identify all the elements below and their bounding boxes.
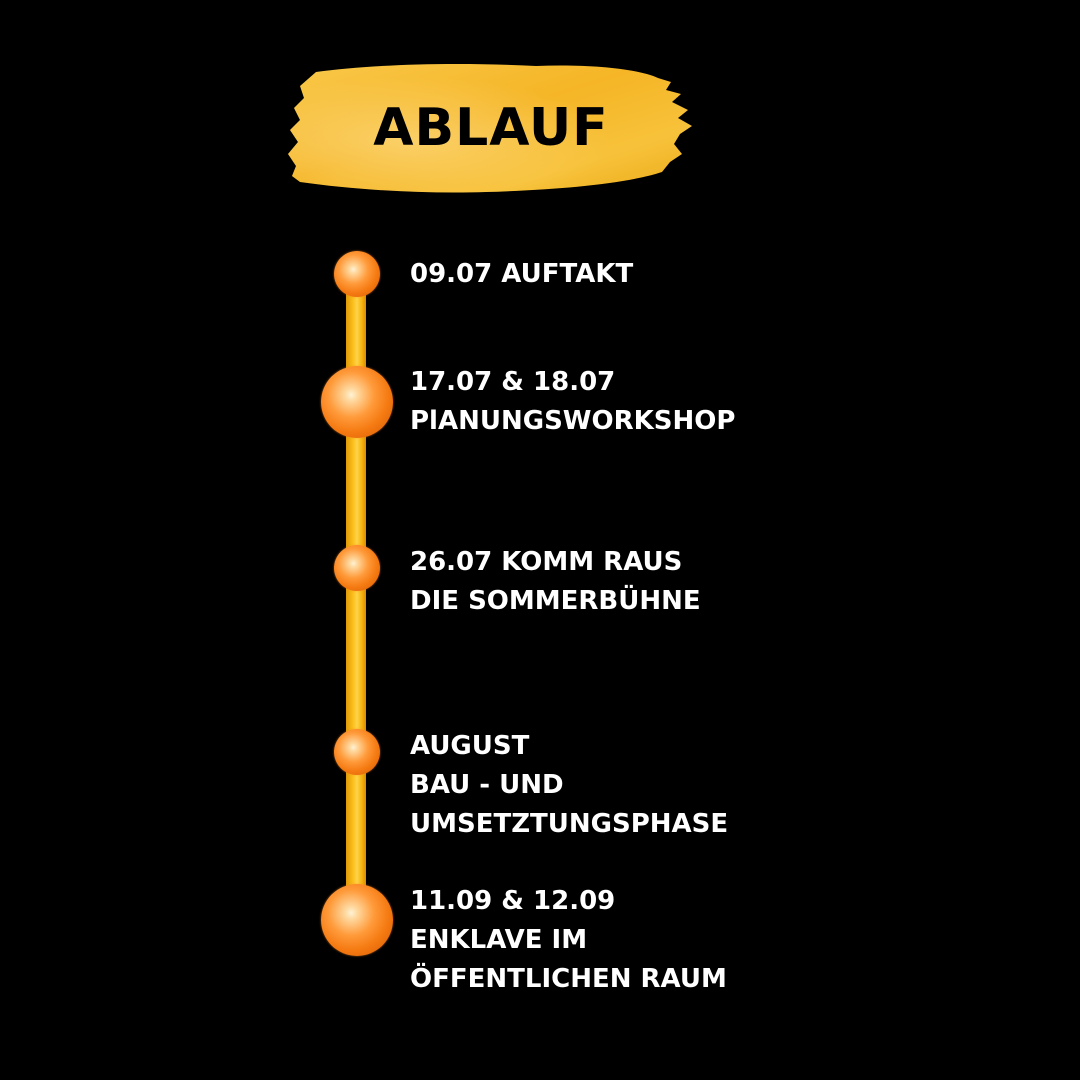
timeline-event-1: 09.07 AUFTAKT: [410, 255, 633, 294]
event-line: DIE SOMMERBÜHNE: [410, 586, 701, 616]
event-line: UMSETZTUNGSPHASE: [410, 809, 729, 839]
timeline-dot-4: [334, 729, 380, 775]
page-title: ABLAUF: [373, 98, 609, 158]
timeline-dot-2: [321, 366, 393, 438]
event-line: AUGUST: [410, 731, 530, 761]
timeline-dot-3: [334, 545, 380, 591]
event-line: ÖFFENTLICHEN RAUM: [410, 964, 727, 994]
timeline-event-2: 17.07 & 18.07 PlANUNGSWORKSHOP: [410, 363, 735, 441]
timeline-dot-1: [334, 251, 380, 297]
event-line: BAU - UND: [410, 770, 564, 800]
event-line: 26.07 KOMM RAUS: [410, 547, 683, 577]
timeline-event-3: 26.07 KOMM RAUS DIE SOMMERBÜHNE: [410, 543, 701, 621]
timeline-bar: [346, 262, 366, 922]
timeline-dot-5: [321, 884, 393, 956]
timeline-event-5: 11.09 & 12.09 ENKLAVE IM ÖFFENTLICHEN RA…: [410, 882, 727, 999]
event-line: 09.07 AUFTAKT: [410, 259, 634, 289]
event-line: 11.09 & 12.09: [410, 886, 616, 916]
event-line: ENKLAVE IM: [410, 925, 588, 955]
timeline-event-4: AUGUST BAU - UND UMSETZTUNGSPHASE: [410, 727, 728, 844]
title-banner: ABLAUF: [286, 58, 696, 198]
brush-stroke-background: [288, 64, 692, 193]
event-line: 17.07 & 18.07: [410, 367, 616, 397]
event-line: PlANUNGSWORKSHOP: [410, 406, 736, 436]
